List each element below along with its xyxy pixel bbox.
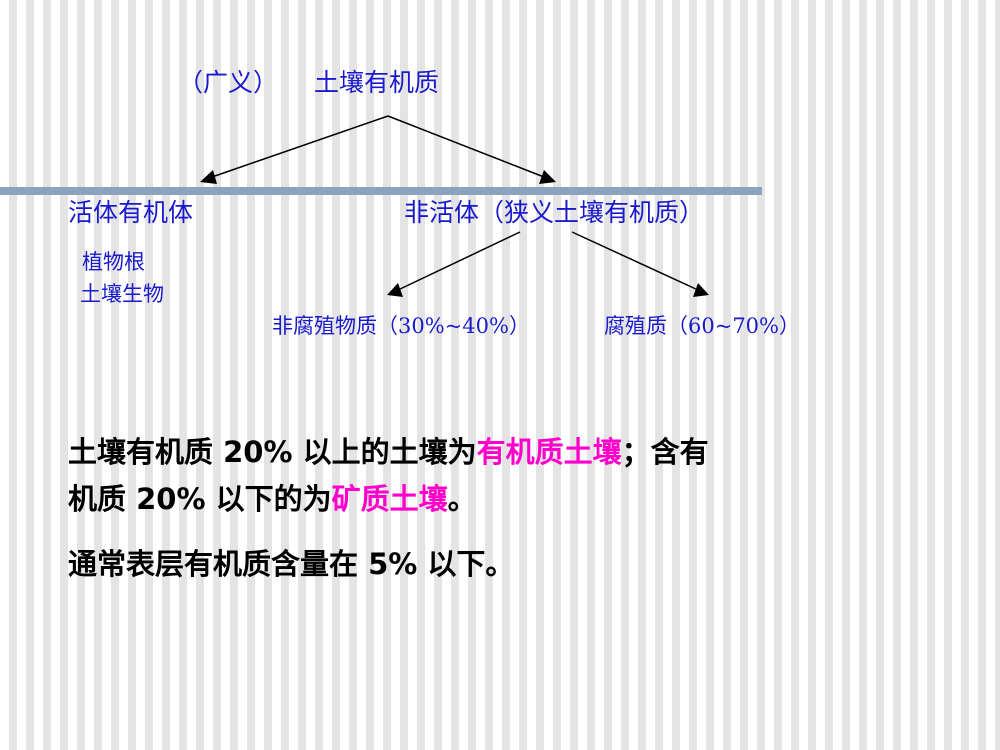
humus-node: 腐殖质（60~70%） — [604, 314, 800, 338]
living-child-soil-organisms: 土壤生物 — [80, 282, 164, 306]
arrow-root-left — [211, 115, 389, 178]
paragraph-2: 通常表层有机质含量在 5% 以下。 — [68, 547, 515, 581]
arrow-nonliving-right — [571, 231, 699, 291]
highlight-organic-soil: 有机质土壤 — [476, 435, 622, 469]
arrow-nonliving-left — [397, 231, 521, 291]
arrowhead-right — [539, 170, 556, 184]
divider-bar — [0, 187, 762, 195]
text-segment: 。 — [447, 482, 477, 516]
root-scope-label: （广义） — [178, 68, 279, 97]
paragraph-1-line-2: 机质 20% 以下的为矿质土壤。 — [68, 485, 477, 514]
nonliving-node: 非活体（狭义土壤有机质） — [404, 198, 705, 227]
arrowhead-nonliving-right — [693, 283, 709, 297]
root-node: 土壤有机质 — [314, 68, 440, 97]
text-segment: ；含有 — [621, 435, 709, 469]
arrowhead-left — [200, 170, 217, 184]
living-child-plant-roots: 植物根 — [82, 250, 145, 274]
arrowhead-nonliving-left — [387, 283, 403, 297]
text-segment: 土壤有机质 20% 以上的土壤为 — [68, 435, 477, 469]
highlight-mineral-soil: 矿质土壤 — [331, 482, 448, 516]
text-segment: 机质 20% 以下的为 — [68, 482, 332, 516]
nonhumus-node: 非腐殖物质（30%~40%） — [272, 314, 530, 338]
arrow-root-right — [387, 115, 545, 178]
living-node: 活体有机体 — [68, 198, 194, 227]
paragraph-1-line-1: 土壤有机质 20% 以上的土壤为有机质土壤；含有 — [68, 438, 709, 467]
